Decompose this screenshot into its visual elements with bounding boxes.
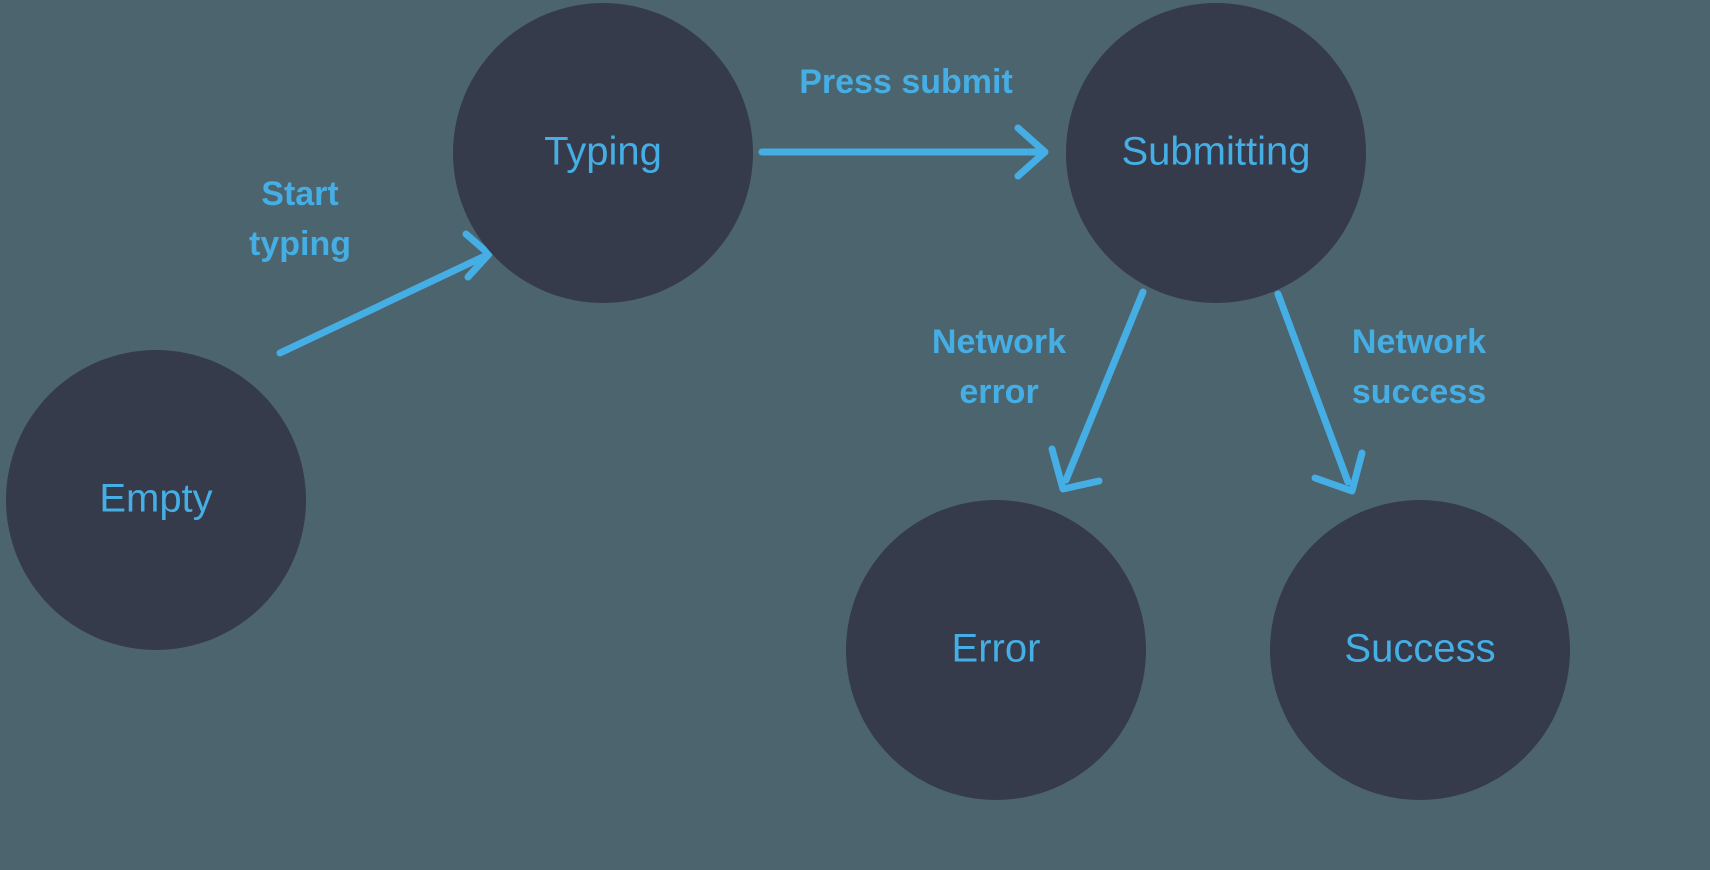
- state-node-error[interactable]: Error: [846, 500, 1146, 800]
- edge-submitting-to-success: [1274, 290, 1366, 495]
- state-circle-submitting[interactable]: [1066, 3, 1366, 303]
- state-node-empty[interactable]: Empty: [6, 350, 306, 650]
- arrowhead-icon-empty-to-typing: [462, 230, 493, 281]
- edge-line-empty-to-typing: [276, 251, 491, 357]
- state-label-success: Success: [1344, 627, 1495, 671]
- state-circle-success[interactable]: [1270, 500, 1570, 800]
- edge-label-submitting-to-success: Network success: [1352, 323, 1486, 411]
- state-label-submitting: Submitting: [1122, 130, 1311, 174]
- state-node-typing[interactable]: Typing: [453, 3, 753, 303]
- edge-label-typing-to-submitting: Press submit: [799, 63, 1013, 101]
- edge-label-empty-to-typing: Start typing: [249, 175, 351, 263]
- state-node-success[interactable]: Success: [1270, 500, 1570, 800]
- edge-typing-to-submitting: [758, 124, 1049, 180]
- state-label-error: Error: [952, 627, 1041, 671]
- state-node-submitting[interactable]: Submitting: [1066, 3, 1366, 303]
- edge-label-line-empty-to-typing-0: Start: [261, 175, 338, 213]
- edge-empty-to-typing: [276, 230, 493, 357]
- edge-label-line-submitting-to-error-1: error: [959, 373, 1038, 411]
- edge-submitting-to-error: [1048, 288, 1147, 493]
- state-circle-typing[interactable]: [453, 3, 753, 303]
- edge-label-line-typing-to-submitting-0: Press submit: [799, 63, 1013, 101]
- state-label-typing: Typing: [544, 130, 662, 174]
- edge-label-line-submitting-to-success-1: success: [1352, 373, 1486, 411]
- edge-label-line-submitting-to-success-0: Network: [1352, 323, 1486, 361]
- edge-label-line-empty-to-typing-1: typing: [249, 225, 351, 263]
- state-circle-error[interactable]: [846, 500, 1146, 800]
- arrowhead-icon-submitting-to-success: [1311, 449, 1366, 495]
- edge-label-submitting-to-error: Network error: [932, 323, 1066, 411]
- arrowhead-icon-typing-to-submitting: [1014, 124, 1049, 180]
- state-label-empty: Empty: [99, 477, 212, 521]
- edges-layer: [276, 124, 1366, 495]
- arrowhead-icon-submitting-to-error: [1048, 445, 1103, 493]
- edge-line-submitting-to-error: [1062, 288, 1147, 484]
- edge-label-line-submitting-to-error-0: Network: [932, 323, 1066, 361]
- edge-line-submitting-to-success: [1274, 290, 1352, 486]
- state-circle-empty[interactable]: [6, 350, 306, 650]
